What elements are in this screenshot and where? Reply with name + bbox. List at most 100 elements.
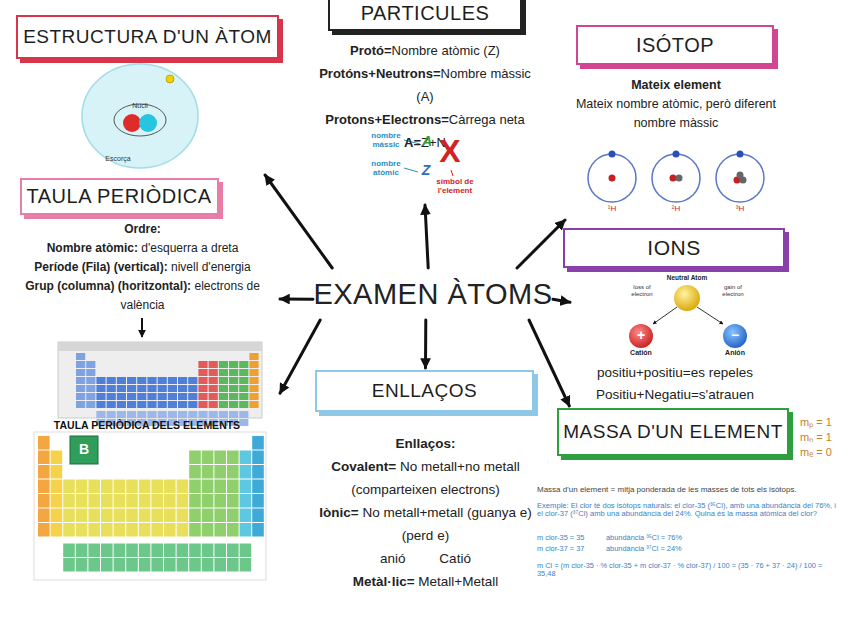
element-cell — [96, 393, 105, 400]
element-cell — [127, 393, 136, 400]
element-cell — [38, 451, 50, 465]
element-cell — [158, 411, 167, 418]
electron — [737, 151, 744, 158]
element-cell — [177, 523, 189, 537]
figure-label: mₚ = 1 — [800, 416, 846, 428]
central-topic: EXAMEN ÀTOMS — [313, 268, 553, 320]
topic-box: MASSA D'UN ELEMENT — [565, 406, 783, 460]
element-cell — [101, 544, 113, 558]
element-cell — [76, 393, 85, 400]
element-cell — [151, 558, 163, 572]
arrow-connector — [424, 320, 427, 368]
element-cell — [177, 509, 189, 523]
element-cell — [38, 494, 50, 508]
neutron — [737, 172, 744, 179]
element-cell — [127, 401, 136, 408]
element-cell — [177, 480, 189, 494]
element-cell — [76, 353, 85, 360]
element-cell — [239, 419, 248, 426]
element-cell — [63, 558, 75, 572]
figure-label: m clor-35 = 35 — [537, 534, 601, 542]
element-cell — [51, 465, 63, 479]
figure-label: ²H — [666, 205, 686, 214]
element-cell — [168, 377, 177, 384]
figure-label: Z — [419, 163, 433, 178]
element-cell — [63, 509, 75, 523]
element-cell — [139, 558, 151, 572]
element-cell — [96, 385, 105, 392]
figure-label: ¹H — [602, 205, 622, 214]
element-cell — [202, 509, 214, 523]
topic-box: ESTRUCTURA D'UN ÀTOM — [20, 10, 278, 175]
element-cell — [76, 385, 85, 392]
element-cell — [178, 411, 187, 418]
element-cell — [239, 369, 248, 376]
element-cell — [227, 480, 239, 494]
element-cell — [198, 385, 207, 392]
element-cell — [38, 436, 50, 450]
element-cell — [88, 544, 100, 558]
element-cell — [38, 480, 50, 494]
element-cell — [189, 523, 201, 537]
element-cell — [219, 393, 228, 400]
element-cell — [214, 451, 226, 465]
element-cell — [239, 361, 248, 368]
figure-label: B — [74, 442, 94, 457]
element-cell — [139, 480, 151, 494]
element-cell — [114, 480, 126, 494]
figure-label: Neutral Atom — [657, 274, 717, 281]
element-cell — [239, 411, 248, 418]
element-cell — [252, 480, 264, 494]
element-cell — [240, 494, 252, 508]
element-cell — [151, 480, 163, 494]
body-text: positiu+positiu=es repeles — [570, 362, 780, 384]
element-cell — [88, 509, 100, 523]
element-cell — [164, 480, 176, 494]
element-cell — [96, 401, 105, 408]
element-cell — [240, 523, 252, 537]
element-cell — [158, 401, 167, 408]
banner-heading: MASSA D'UN ELEMENT — [557, 408, 789, 456]
body-text: Protó=Nombre atòmic (Z) — [310, 39, 540, 62]
element-cell — [158, 393, 167, 400]
element-cell — [126, 558, 138, 572]
down-arrow — [141, 318, 143, 337]
banner-heading: IONS — [563, 228, 785, 268]
body-text: Iònic= No metall+metall (guanya e) (perd… — [318, 501, 533, 547]
banner-heading: ISÓTOP — [576, 25, 774, 65]
figure-label: mₑ = 0 — [800, 446, 846, 458]
element-cell — [76, 377, 85, 384]
element-cell — [227, 451, 239, 465]
element-cell — [158, 385, 167, 392]
element-cell — [63, 523, 75, 537]
element-cell — [227, 523, 239, 537]
element-cell — [178, 377, 187, 384]
element-cell — [51, 509, 63, 523]
element-cell — [214, 480, 226, 494]
element-cell — [38, 509, 50, 523]
element-cell — [151, 544, 163, 558]
proton — [123, 114, 141, 132]
body-text: Covalent= No metall+no metall (compartei… — [318, 455, 533, 501]
banner-heading: ESTRUCTURA D'UN ÀTOM — [16, 15, 279, 59]
topic-box: ISÓTOPMateix elementMateix nombre atòmic… — [565, 20, 787, 220]
banner-heading: TAULA PERIÒDICA — [20, 178, 219, 215]
element-cell — [214, 523, 226, 537]
element-cell — [189, 465, 201, 479]
element-cell — [249, 401, 258, 408]
arrow-connector — [517, 220, 565, 268]
isotope-atoms — [588, 151, 764, 203]
arrow-connector — [553, 299, 570, 302]
element-cell — [107, 377, 116, 384]
figure-label: gain of electron — [713, 284, 753, 297]
element-cell — [252, 465, 264, 479]
body-text: Mateix nombre atòmic, però diferent nomb… — [565, 95, 787, 133]
figure-label: Exemple: El clor té dos isòtops naturals… — [537, 502, 842, 519]
arrow-connector — [529, 320, 569, 406]
neutron — [139, 114, 157, 132]
element-cell — [219, 361, 228, 368]
element-cell — [209, 385, 218, 392]
element-cell — [126, 494, 138, 508]
element-cell — [126, 480, 138, 494]
element-cell — [177, 494, 189, 508]
